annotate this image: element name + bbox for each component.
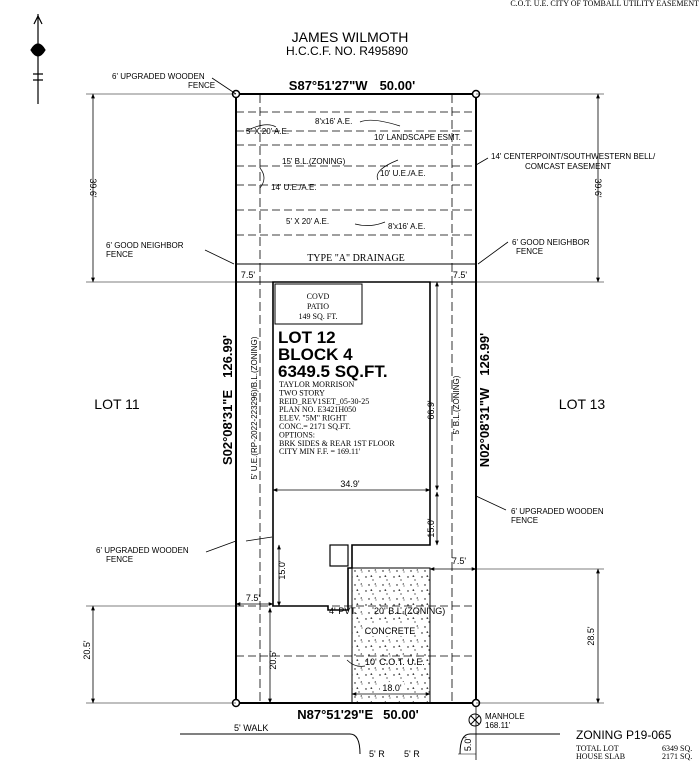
zoning-table: TOTAL LOT 6349 SQ. HOUSE SLAB 2171 SQ. <box>576 744 692 761</box>
patio-area: 149 SQ. FT. <box>299 312 338 321</box>
cot-ue-note: C.O.T. U.E. CITY OF TOMBALL UTILITY EASE… <box>510 0 699 8</box>
easement-lines <box>236 130 476 236</box>
side-15-left-dim: 15.0' <box>277 560 287 580</box>
lot-detail-line: ELEV. "5M" RIGHT <box>279 414 347 423</box>
zoning-row-label: HOUSE SLAB <box>576 752 625 761</box>
concrete-label: CONCRETE <box>365 626 416 636</box>
manhole-icon <box>468 713 482 727</box>
lot-detail-line: TAYLOR MORRISON <box>279 380 355 389</box>
front-205-inner-dim: 20.5' <box>268 650 278 670</box>
lot-detail-line: CITY MIN F.F. = 169.11' <box>279 447 361 456</box>
lot-detail-line: CONC.= 2171 SQ.FT. <box>279 422 351 431</box>
north-arrow-icon <box>30 14 46 104</box>
block-number: BLOCK 4 <box>278 345 353 364</box>
centerpoint-easement-label: 14' CENTERPOINT/SOUTHWESTERN BELL/ COMCA… <box>491 152 657 171</box>
pvt-label: 4' PVT. <box>329 606 357 616</box>
lot-11-label: LOT 11 <box>94 396 140 412</box>
front-205-outer-dim: 20.5' <box>82 640 92 660</box>
owner-ref: H.C.C.F. NO. R495890 <box>286 44 408 58</box>
ue-14-label: 14' U.E./A.E. <box>271 183 317 192</box>
house-depth-dim: 66.9' <box>426 400 436 420</box>
side-75-right-dim: 7.5' <box>452 556 467 566</box>
zoning-row-label: TOTAL LOT <box>576 744 619 753</box>
drive-width-dim: 18.0' <box>382 683 402 693</box>
lot-number: LOT 12 <box>278 328 336 347</box>
bl-20-label: 20' B.L.(ZONING) <box>374 606 445 616</box>
west-bearing: S02°08'31"E126.99' <box>220 335 235 465</box>
house-width-dim: 34.9' <box>340 479 360 489</box>
side-15-right-dim: 15.0' <box>426 518 436 538</box>
lot-detail-line: PLAN NO. E3421H050 <box>279 405 356 414</box>
setback-right-dim: 7.5' <box>453 270 468 280</box>
ae-8x16-top-label: 8'x16' A.E. <box>315 117 352 126</box>
radius-left-label: 5' R <box>369 749 385 759</box>
setback-left-dim: 7.5' <box>241 270 256 280</box>
ue-10-label: 10' U.E./A.E. <box>380 169 426 178</box>
east-bl-label: 5' B.L.(ZONING) <box>452 375 461 434</box>
lot-area: 6349.5 SQ.FT. <box>278 362 388 381</box>
ae-5x20-top-label: 5' X 20' A.E. <box>246 127 289 136</box>
side-75-left-dim: 7.5' <box>246 593 261 603</box>
ae-8x16-bottom-label: 8'x16' A.E. <box>388 222 425 231</box>
manhole-label: MANHOLE 168.11' <box>485 712 527 730</box>
lot-detail-line: TWO STORY <box>279 388 325 397</box>
walk-label: 5' WALK <box>234 723 268 733</box>
east-bearing: N02°08'31"W126.99' <box>477 333 492 467</box>
lot-detail-line: BRK SIDES & REAR 1ST FLOOR <box>279 439 395 448</box>
covered-patio <box>274 283 363 325</box>
zoning-row-value: 6349 SQ. <box>662 744 692 753</box>
ae-5x20-bottom-label: 5' X 20' A.E. <box>286 217 329 226</box>
zoning-title: ZONING P19-065 <box>576 728 672 742</box>
zoning-row-value: 2171 SQ. <box>662 752 692 761</box>
porch <box>329 544 349 567</box>
house-footprint <box>272 281 431 611</box>
patio-label: COVD <box>307 292 330 301</box>
lot-13-label: LOT 13 <box>559 396 606 412</box>
patio-label: PATIO <box>307 302 329 311</box>
cot-ue-label: 10' C.O.T. U.E. <box>365 657 425 667</box>
owner-name: JAMES WILMOTH <box>292 29 409 45</box>
radius-right-label: 5' R <box>404 749 420 759</box>
left-depth-dim: 39.6' <box>88 178 98 198</box>
lot-detail-line: OPTIONS: <box>279 430 315 439</box>
right-depth-dim: 39.6' <box>593 178 603 198</box>
west-ue-label: 5' U.E.(RP-2022-223296)/B.L.(ZONING) <box>250 336 259 479</box>
building-line-15-label: 15' B.L.(ZONING) <box>282 157 346 166</box>
lot-detail-line: REID_REV1SET_05-30-25 <box>279 397 369 406</box>
walk-width-dim: 5.0' <box>463 737 473 752</box>
landscape-easement-label: 10' LANDSCAPE ESMT. <box>374 133 461 142</box>
drainage-label: TYPE "A" DRAINAGE <box>307 253 405 264</box>
drive-285-dim: 28.5' <box>586 626 596 646</box>
